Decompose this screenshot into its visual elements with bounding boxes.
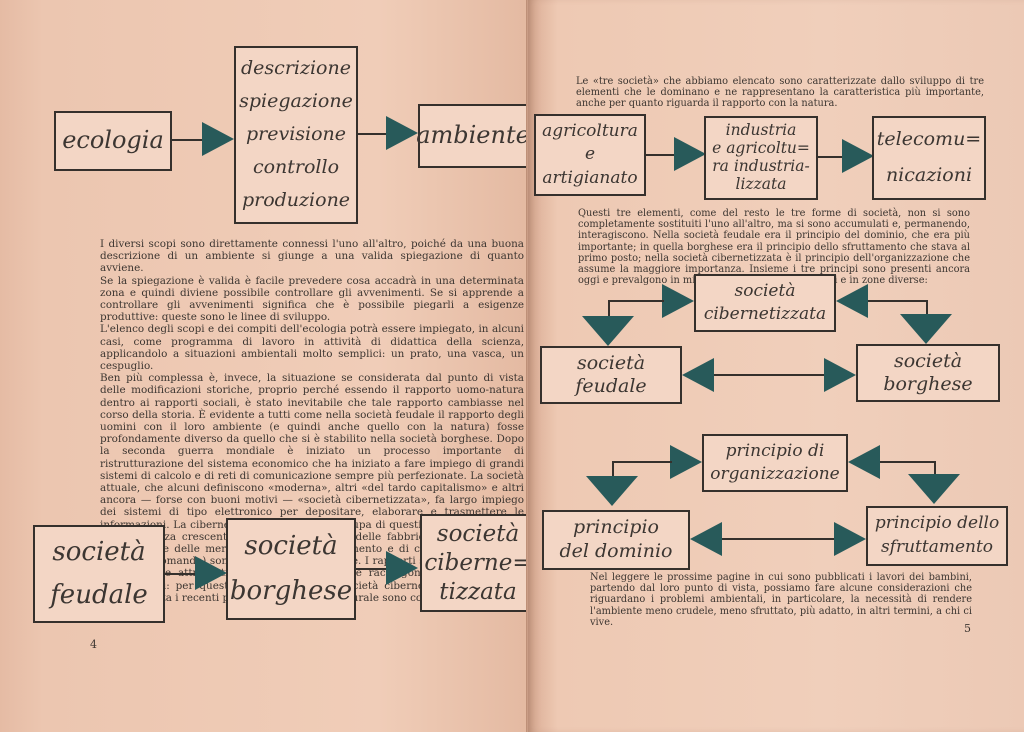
arrow-right-icon <box>824 358 856 392</box>
box-line: feudale <box>50 579 148 610</box>
right-closing-text: Nel leggere le prossime pagine in cui so… <box>590 572 972 628</box>
box-agricoltura: agricoltura e artigianato <box>534 114 646 196</box>
box-cycle1-feudale: società feudale <box>540 346 682 404</box>
scopo-item: produzione <box>241 189 351 212</box>
box-cycle2-sfruttamento: principio dello sfruttamento <box>866 506 1008 566</box>
box-ambiente: ambiente <box>416 104 530 168</box>
paragraph: Se la spiegazione è valida è facile prev… <box>100 274 524 324</box>
box-cycle2-organizzazione: principio di organizzazione <box>702 434 848 492</box>
arrow-right-icon <box>674 137 706 171</box>
connector <box>926 300 928 316</box>
box-line: e <box>584 144 596 165</box>
box-cycle1-cibernetizzata: società cibernetizzata <box>694 274 836 332</box>
box-line: società <box>436 521 520 548</box>
box-line: ciberne= <box>424 549 532 576</box>
arrow-right-icon <box>842 139 874 173</box>
box-line: del dominio <box>559 540 673 563</box>
scopo-item: previsione <box>245 123 347 145</box>
connector <box>818 156 844 158</box>
box-line: organizzazione <box>710 463 840 484</box>
scopo-item: controllo <box>252 156 340 179</box>
connector <box>934 461 936 475</box>
arrow-down-icon <box>900 314 952 344</box>
connector <box>880 461 936 463</box>
box-ambiente-label: ambiente <box>416 121 530 150</box>
box-line: ra industria- <box>712 157 810 176</box>
connector <box>612 461 672 463</box>
arrow-left-icon <box>836 284 868 318</box>
connector <box>358 133 388 135</box>
scopo-item: descrizione <box>241 56 351 79</box>
arrow-left-icon <box>682 358 714 392</box>
arrow-left-icon <box>848 445 880 479</box>
box-line: sfruttamento <box>880 537 994 558</box>
arrow-down-icon <box>908 474 960 504</box>
box-telecomunicazioni: telecomu= nicazioni <box>872 116 986 200</box>
paragraph: L'elenco degli scopi e dei compiti dell'… <box>100 323 524 373</box>
arrow-down-icon <box>582 316 634 346</box>
box-cycle2-dominio: principio del dominio <box>542 510 690 570</box>
page-number-right: 5 <box>964 622 971 635</box>
connector <box>172 139 202 141</box>
box-line: tizzata <box>439 578 517 605</box>
box-line: principio dello <box>874 513 1000 534</box>
connector <box>714 374 824 376</box>
arrow-right-icon <box>670 445 702 479</box>
connector <box>612 461 614 477</box>
arrow-right-icon <box>386 551 418 585</box>
box-cycle1-borghese: società borghese <box>856 344 1000 402</box>
box-line: società <box>52 536 146 567</box>
arrow-right-icon <box>662 284 694 318</box>
connector <box>608 300 610 318</box>
box-line: principio di <box>725 440 825 461</box>
box-societa-borghese: società borghese <box>226 518 356 620</box>
box-societa-feudale: società feudale <box>33 525 165 623</box>
connector <box>722 538 834 540</box>
box-societa-cibernetizzata: società ciberne= tizzata <box>420 514 536 612</box>
connector <box>165 573 195 575</box>
paragraph: I diversi scopi sono direttamente connes… <box>100 238 524 275</box>
arrow-right-icon <box>195 556 227 590</box>
box-scopi: descrizione spiegazione previsione contr… <box>234 46 358 224</box>
box-line: feudale <box>575 374 647 397</box>
box-line: borghese <box>883 372 973 395</box>
arrow-right-icon <box>834 522 866 556</box>
connector <box>868 300 928 302</box>
box-line: e agricoltu= <box>712 139 810 158</box>
arrow-right-icon <box>202 122 234 156</box>
arrow-down-icon <box>586 476 638 506</box>
box-line: agricoltura <box>542 121 638 142</box>
right-page: Le «tre società» che abbiamo elencato so… <box>528 0 1024 732</box>
box-line: cibernetizzata <box>703 303 827 324</box>
left-page: ecologia descrizione spiegazione previsi… <box>0 0 540 732</box>
box-line: società <box>244 530 338 561</box>
page-number-left: 4 <box>90 638 97 651</box>
box-line: borghese <box>229 575 353 606</box>
right-intro-text: Le «tre società» che abbiamo elencato so… <box>576 76 984 109</box>
box-line: industria <box>725 121 797 140</box>
connector <box>608 300 664 302</box>
box-line: principio <box>573 516 659 539</box>
box-line: società <box>893 349 963 372</box>
box-line: telecomu= <box>876 128 982 151</box>
box-line: nicazioni <box>885 164 973 187</box>
box-line: artigianato <box>542 167 638 188</box>
connector <box>356 568 386 570</box>
box-line: lizzata <box>735 175 787 194</box>
box-line: società <box>734 280 796 301</box>
box-line: società <box>576 351 646 374</box>
box-ecologia: ecologia <box>54 111 172 171</box>
scopo-item: spiegazione <box>239 89 353 112</box>
arrow-right-icon <box>386 116 418 150</box>
box-ecologia-label: ecologia <box>62 126 164 155</box>
box-industria: industria e agricoltu= ra industria- liz… <box>704 116 818 200</box>
arrow-left-icon <box>690 522 722 556</box>
connector <box>646 154 676 156</box>
